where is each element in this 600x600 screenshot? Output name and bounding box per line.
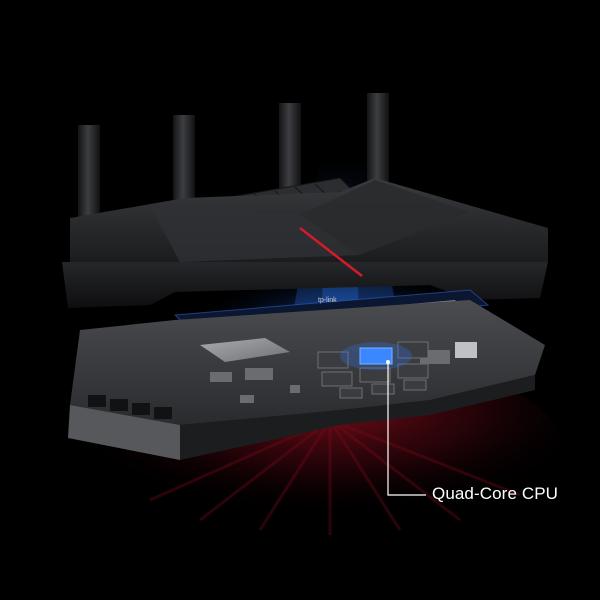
antenna-4 (367, 93, 389, 188)
router-top-shell (62, 177, 548, 308)
ethernet-ports (88, 395, 172, 419)
antenna-3 (279, 103, 301, 203)
callout-line (387, 362, 426, 496)
antenna-2 (173, 115, 195, 225)
brand-logo: tp-link (318, 297, 337, 304)
quad-core-cpu-chip (359, 347, 393, 365)
router-base (68, 300, 545, 460)
red-accent-line (299, 227, 363, 277)
chip-array (317, 341, 429, 399)
callout-label: Quad-Core CPU (432, 484, 559, 503)
